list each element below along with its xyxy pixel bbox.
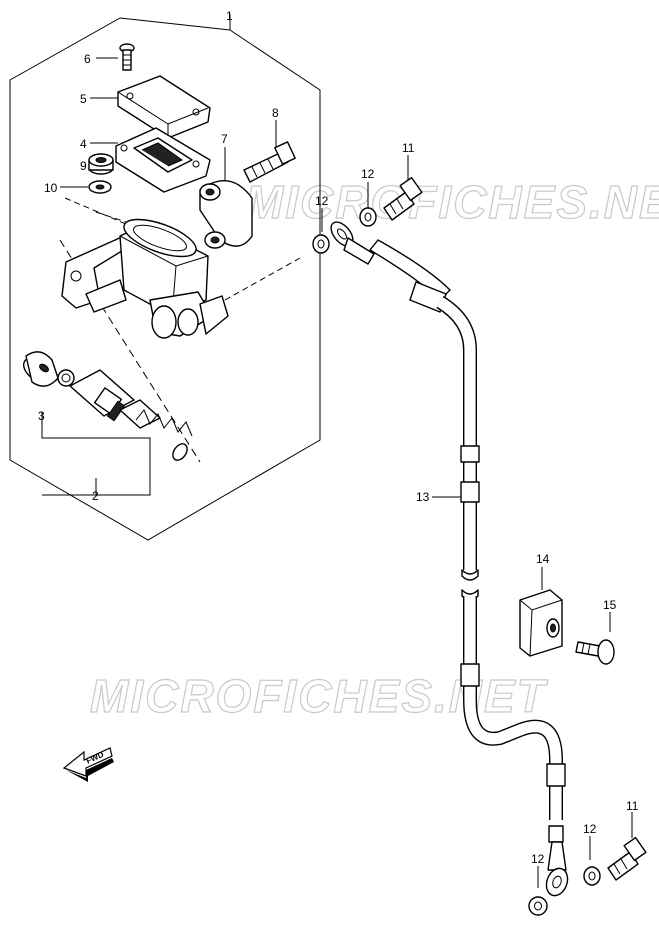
part-14-hose-clamp: [519, 589, 563, 657]
assembly-1-outline: [9, 14, 321, 541]
callout-12-upper-a: 12: [315, 194, 329, 208]
callout-12-lower-a: 12: [583, 822, 597, 836]
watermark-bottom: MICROFICHES.NET: [90, 670, 549, 722]
part-8-bolt: [243, 141, 296, 183]
callout-11-lower: 11: [626, 799, 639, 813]
callout-2: 2: [92, 489, 99, 503]
part-10-ring: [88, 180, 112, 194]
part-11-union-bolt-upper: [383, 176, 423, 221]
part-12-washer-lower-a: [583, 866, 601, 886]
callout-14: 14: [536, 552, 550, 566]
part-3-boot: [22, 351, 75, 387]
callout-4: 4: [80, 137, 87, 151]
callout-5: 5: [80, 92, 87, 106]
callout-15: 15: [603, 598, 617, 612]
callout-11-upper: 11: [402, 141, 415, 155]
callout-7: 7: [221, 132, 228, 146]
master-cylinder-body: [61, 218, 229, 339]
part-15-bolt: [575, 639, 615, 665]
callout-8: 8: [272, 106, 279, 120]
callout-12-upper-b: 12: [361, 167, 375, 181]
part-4-diaphragm: [115, 127, 211, 193]
part-13-brake-hose: [330, 221, 569, 897]
part-5-reservoir-cap: [117, 75, 211, 139]
callout-3: 3: [38, 409, 45, 423]
callout-9: 9: [80, 159, 87, 173]
part-2-piston-assembly: [69, 369, 193, 461]
part-12-washer-lower-b: [528, 896, 548, 916]
callout-6: 6: [84, 52, 91, 66]
callout-13: 13: [416, 490, 430, 504]
part-9-bushing: [88, 153, 114, 175]
callout-10: 10: [44, 181, 58, 195]
part-11-union-bolt-lower: [607, 836, 647, 881]
callout-labels: 1 2 3 4 5 6 7 8 9 10 11 11 12 12 12 12 1…: [38, 9, 639, 866]
part-12-washer-upper-b: [359, 207, 377, 227]
callout-12-lower-b: 12: [531, 852, 545, 866]
watermark-top: MICROFICHES.NET: [245, 176, 659, 228]
part-7-clamp: [199, 180, 253, 249]
part-6-screw: [119, 43, 135, 71]
part-12-washer-upper-a: [312, 234, 330, 254]
forward-direction-arrow-icon: FWD: [62, 747, 114, 782]
callout-1: 1: [226, 9, 233, 23]
